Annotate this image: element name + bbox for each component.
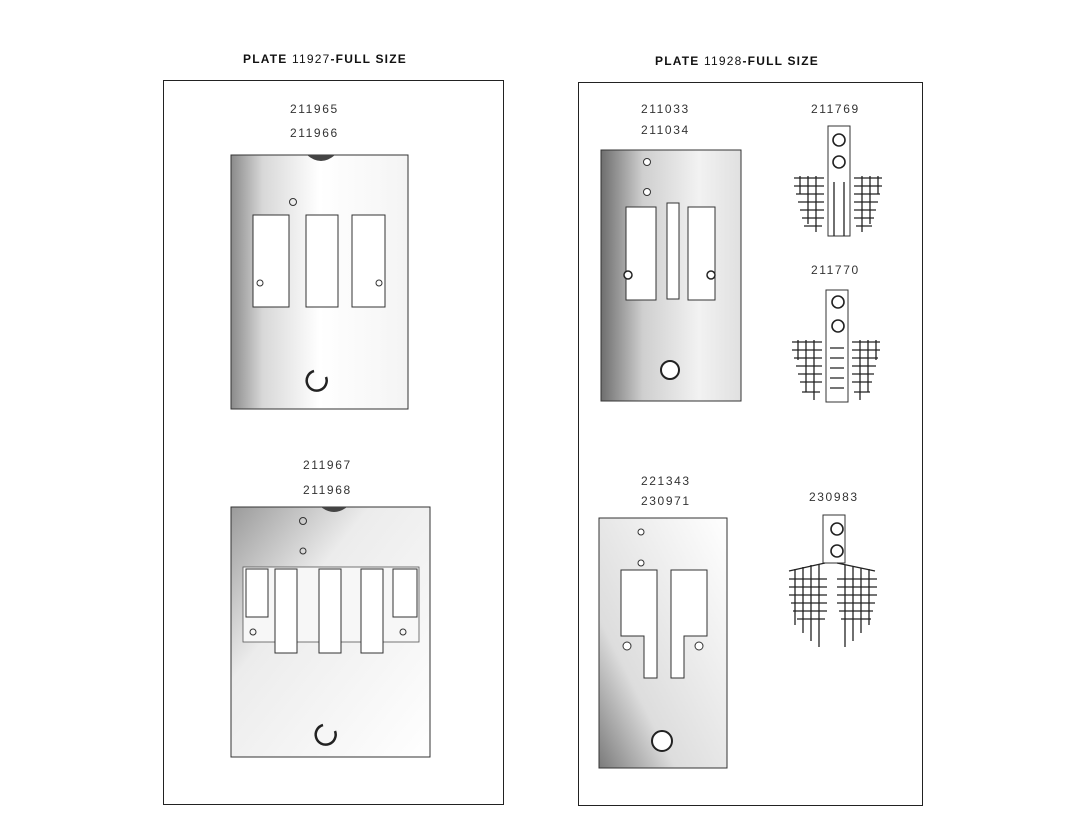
part-number-label: 211965: [290, 102, 339, 116]
throat-plate-image: [600, 149, 742, 402]
feed-dog-image: [788, 514, 877, 647]
part-number-label: 211769: [811, 102, 860, 116]
part-number-label: 221343: [641, 474, 691, 488]
left-plate-title-number: 11927: [292, 52, 331, 66]
throat-plate-image: [230, 154, 409, 410]
left-plate-title-prefix: PLATE: [243, 52, 288, 66]
feed-dog-image: [792, 289, 880, 403]
part-number-label: 230983: [809, 490, 859, 504]
part-number-label: 211966: [290, 126, 339, 140]
throat-plate-image: [230, 506, 431, 758]
left-plate-frame: [163, 80, 504, 805]
part-number-label: 230971: [641, 494, 691, 508]
part-number-label: 211968: [303, 483, 352, 497]
part-number-label: 211967: [303, 458, 352, 472]
left-plate-title-suffix: -FULL SIZE: [330, 52, 407, 66]
part-number-label: 211770: [811, 263, 860, 277]
right-plate-frame: [578, 82, 923, 806]
part-number-label: 211034: [641, 123, 690, 137]
right-plate-title: PLATE 11928-FULL SIZE: [655, 54, 819, 68]
feed-dog-image: [794, 125, 882, 237]
right-plate-title-prefix: PLATE: [655, 54, 700, 68]
right-plate-title-suffix: -FULL SIZE: [742, 54, 819, 68]
left-plate-title: PLATE 11927-FULL SIZE: [243, 52, 407, 66]
right-plate-title-number: 11928: [704, 54, 743, 68]
throat-plate-image: [598, 517, 728, 769]
part-number-label: 211033: [641, 102, 690, 116]
